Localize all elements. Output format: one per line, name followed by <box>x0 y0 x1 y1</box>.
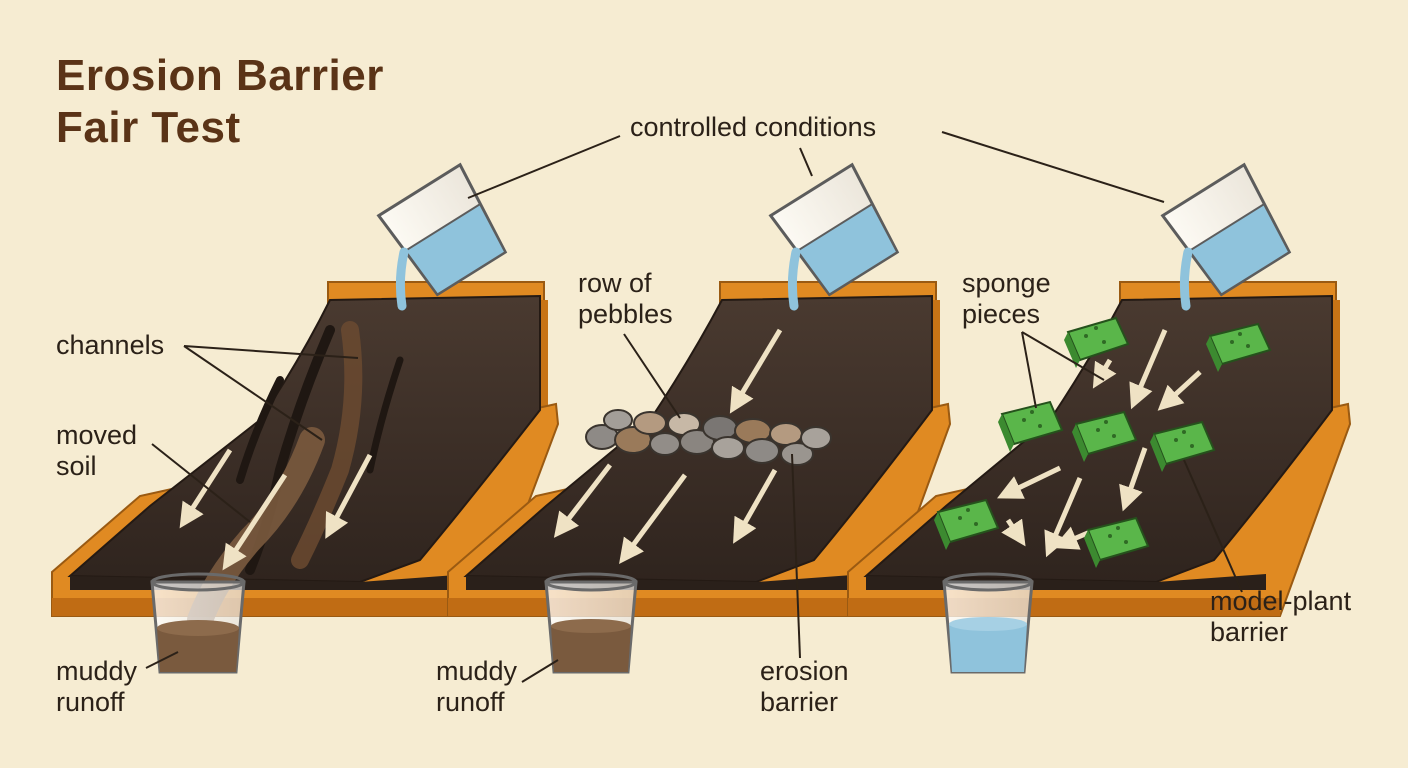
cup-left-muddy <box>150 572 246 674</box>
label-row-of-pebbles: row of pebbles <box>578 268 673 330</box>
label-row-of-pebbles-line-2: pebbles <box>578 299 673 329</box>
beaker-middle <box>768 162 900 311</box>
label-moved-soil: moved soil <box>56 420 137 482</box>
beaker-right <box>1160 162 1292 311</box>
sponge-piece <box>1084 516 1150 568</box>
sponge-piece <box>1150 420 1216 472</box>
page-title: Erosion Barrier Fair Test <box>56 50 384 154</box>
label-model-plant-barrier-line-1: model-plant <box>1210 586 1352 616</box>
leader-lines <box>145 131 1243 683</box>
sponge-piece <box>934 498 1000 550</box>
label-moved-soil-line-2: soil <box>56 451 97 481</box>
tray-left <box>51 281 560 633</box>
label-muddy-runoff-middle-line-2: runoff <box>436 687 505 717</box>
sponge-piece <box>1064 316 1130 368</box>
label-muddy-runoff-middle-line-1: muddy <box>436 656 518 686</box>
label-model-plant-barrier: model-plant barrier <box>1210 586 1351 648</box>
beaker-left <box>376 162 508 311</box>
label-moved-soil-line-1: moved <box>56 420 138 450</box>
label-controlled-conditions: controlled conditions <box>630 112 877 142</box>
cup-right-clear <box>942 572 1034 674</box>
label-muddy-runoff-left-line-1: muddy <box>56 656 138 686</box>
sponge-piece <box>1072 410 1138 462</box>
label-erosion-barrier-line-2: barrier <box>760 687 839 717</box>
sponge-pieces <box>934 316 1272 568</box>
cup-middle-muddy <box>544 572 638 674</box>
sponge-piece <box>998 400 1064 452</box>
label-sponge-pieces: sponge pieces <box>962 268 1051 330</box>
label-model-plant-barrier-line-2: barrier <box>1210 617 1289 647</box>
label-muddy-runoff-left: muddy runoff <box>56 656 137 718</box>
title-line-1: Erosion Barrier <box>56 51 384 100</box>
label-sponge-pieces-line-1: sponge <box>962 268 1051 298</box>
label-erosion-barrier: erosion barrier <box>760 656 849 718</box>
sponge-piece <box>1206 322 1272 372</box>
label-erosion-barrier-line-1: erosion <box>760 656 849 686</box>
title-line-2: Fair Test <box>56 103 241 152</box>
pebble-row <box>585 409 832 466</box>
label-channels: channels <box>56 330 165 360</box>
label-muddy-runoff-middle: muddy runoff <box>436 656 517 718</box>
label-sponge-pieces-line-2: pieces <box>962 299 1041 329</box>
label-row-of-pebbles-line-1: row of <box>578 268 652 298</box>
label-muddy-runoff-left-line-2: runoff <box>56 687 125 717</box>
